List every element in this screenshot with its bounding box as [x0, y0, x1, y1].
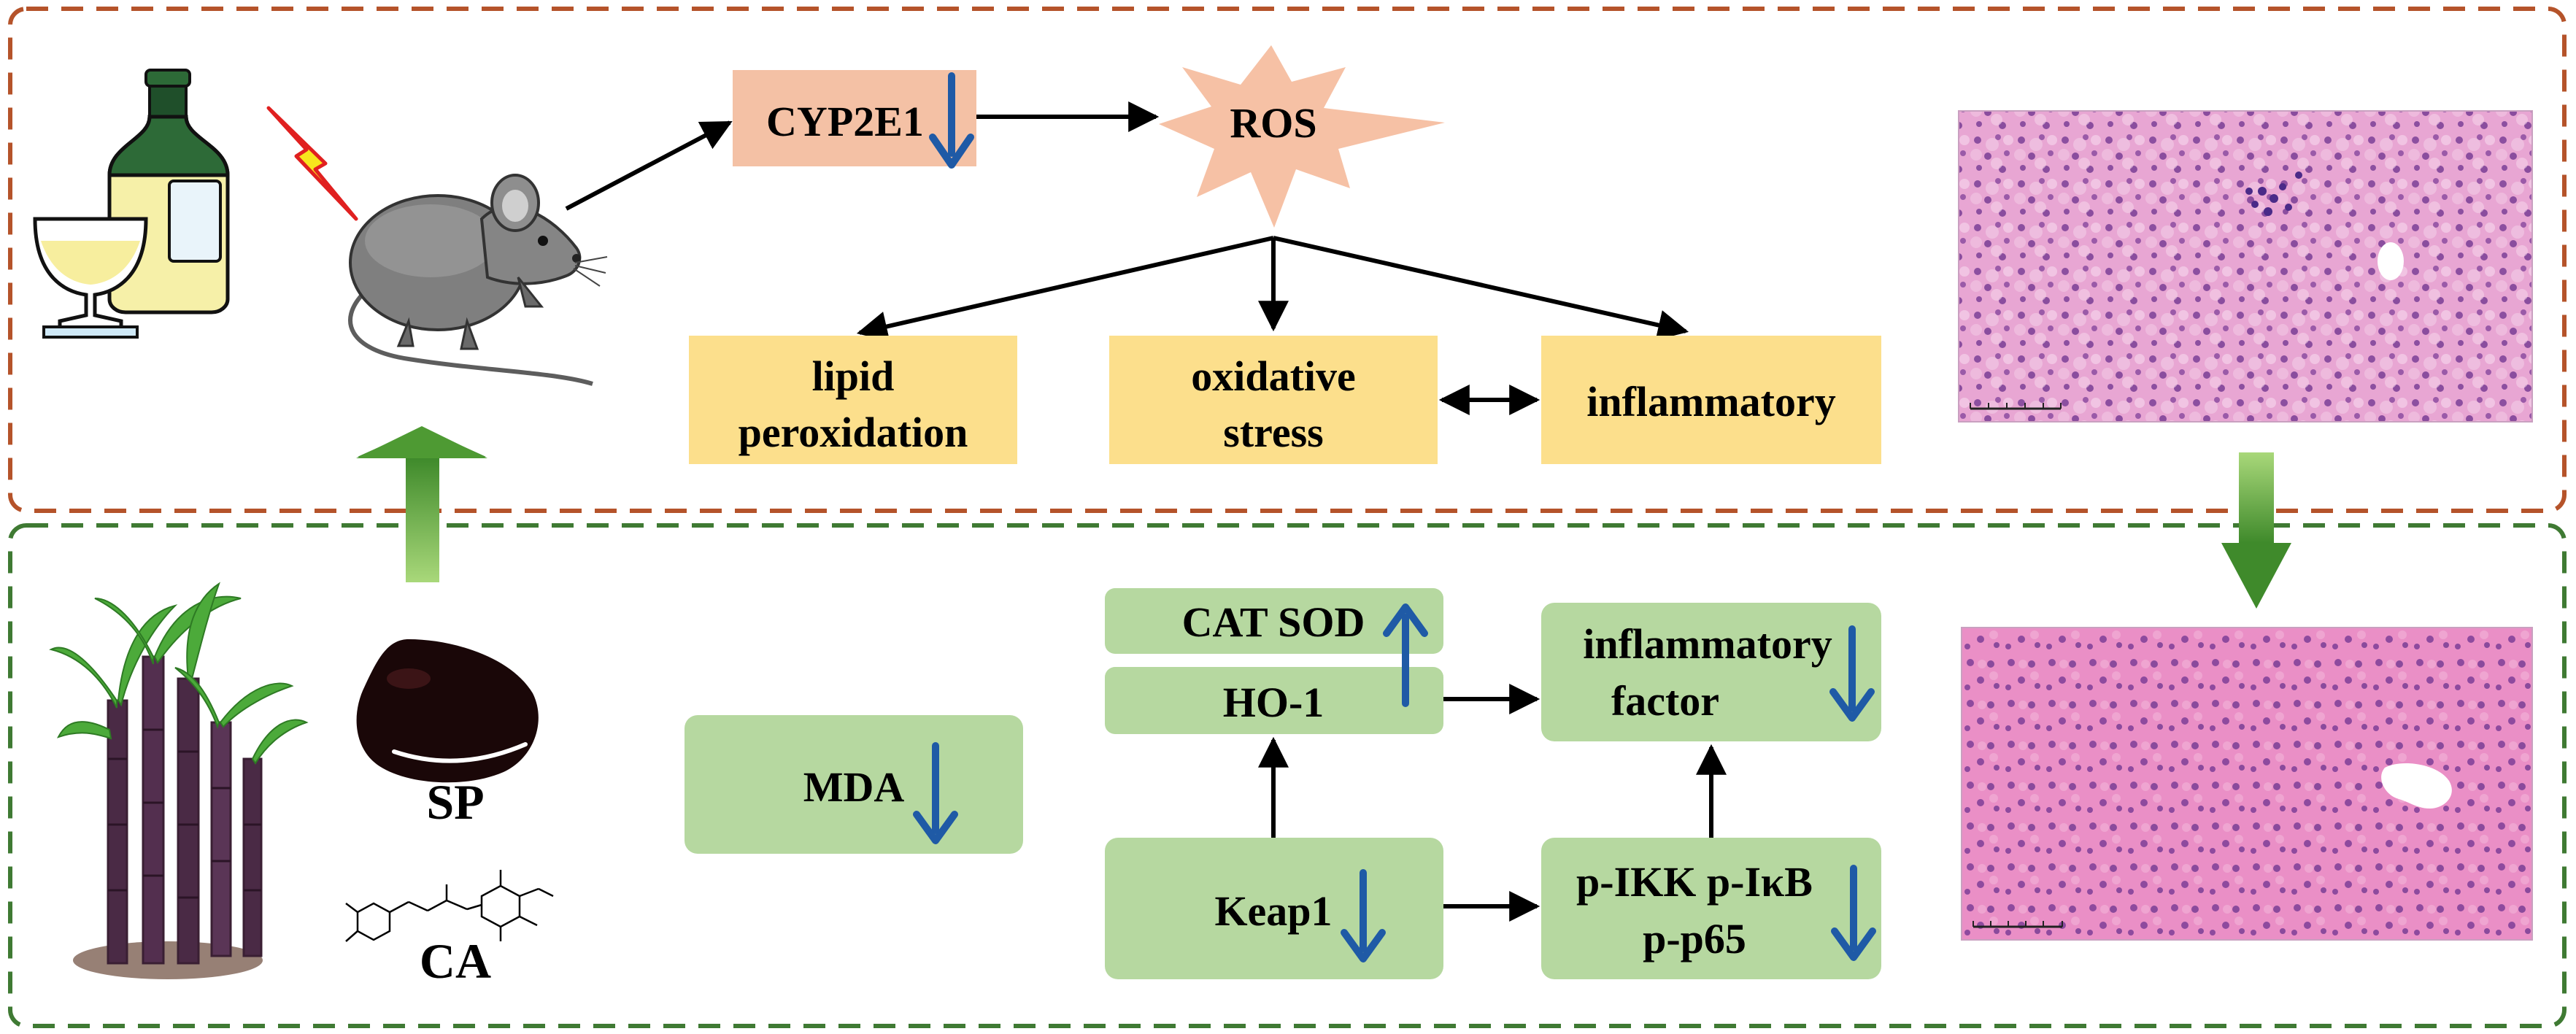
mda-node: MDA [685, 715, 1023, 854]
bottom-panel-border [8, 523, 2567, 1028]
nfkb-line1: p-IKK p-IκB [1576, 858, 1813, 906]
ros-label: ROS [1230, 99, 1316, 147]
green-down-arrow-icon [2221, 452, 2291, 609]
arrow-ros-to-lipid [856, 236, 1274, 342]
liver-histology-healthy-icon [1961, 627, 2533, 941]
cat-sod-label: CAT SOD [1182, 598, 1365, 646]
inflammatory-factor-node: inflammatory factor [1541, 603, 1881, 741]
inflammatory-node: inflammatory [1541, 336, 1881, 464]
cyp2e1-label: CYP2E1 [766, 98, 924, 145]
top-panel-border [8, 7, 2567, 513]
oxidative-label-line1: oxidative [1191, 352, 1356, 400]
inflammatory-label: inflammatory [1586, 378, 1836, 425]
arrow-mouse-to-cyp2e1 [565, 120, 733, 211]
cat-sod-node: CAT SOD [1105, 588, 1443, 654]
oxidative-label-line2: stress [1223, 409, 1323, 456]
keap1-down-arrow-icon [1341, 869, 1386, 962]
oxidative-stress-node: oxidative stress [1109, 336, 1438, 464]
ho1-node: HO-1 [1105, 667, 1443, 734]
keap1-label: Keap1 [1214, 887, 1332, 935]
chlorogenic-acid-structure-icon [345, 870, 554, 942]
arrow-ros-to-inflammatory [1273, 236, 1689, 341]
mouse-icon [348, 174, 608, 386]
liver-histology-damaged-icon [1958, 110, 2533, 423]
nfkb-node: p-IKK p-IκB p-p65 [1541, 838, 1881, 979]
cyp2e1-node: CYP2E1 [733, 70, 976, 169]
lipid-label-line2: peroxidation [739, 409, 968, 456]
lipid-label-line1: lipid [812, 352, 895, 400]
green-up-arrow-icon [356, 426, 487, 582]
inflammatory-factor-line2: factor [1611, 677, 1719, 725]
inflammatory-factor-line1: inflammatory [1583, 620, 1832, 668]
antioxidant-up-arrow-icon [1383, 603, 1428, 707]
ros-burst-shape [1159, 45, 1445, 228]
lightning-bolt-icon [266, 106, 358, 221]
wine-bottle-and-glass-icon [33, 69, 230, 339]
lipid-peroxidation-node: lipid peroxidation [689, 336, 1017, 464]
mda-down-arrow-icon [913, 742, 958, 844]
inflammatory-factor-down-arrow-icon [1829, 625, 1875, 722]
keap1-node: Keap1 [1105, 838, 1443, 979]
ros-node: ROS [1159, 45, 1445, 228]
sp-label: SP [426, 774, 484, 830]
nfkb-down-arrow-icon [1831, 865, 1876, 961]
mda-label: MDA [803, 763, 905, 811]
sugarcane-plant-icon [49, 582, 309, 979]
nfkb-line2: p-p65 [1643, 915, 1746, 962]
ca-label: CA [420, 933, 491, 989]
cyp2e1-down-arrow-icon [929, 72, 974, 169]
ho1-label: HO-1 [1223, 679, 1324, 726]
black-polyphenol-drop-icon [356, 639, 539, 783]
